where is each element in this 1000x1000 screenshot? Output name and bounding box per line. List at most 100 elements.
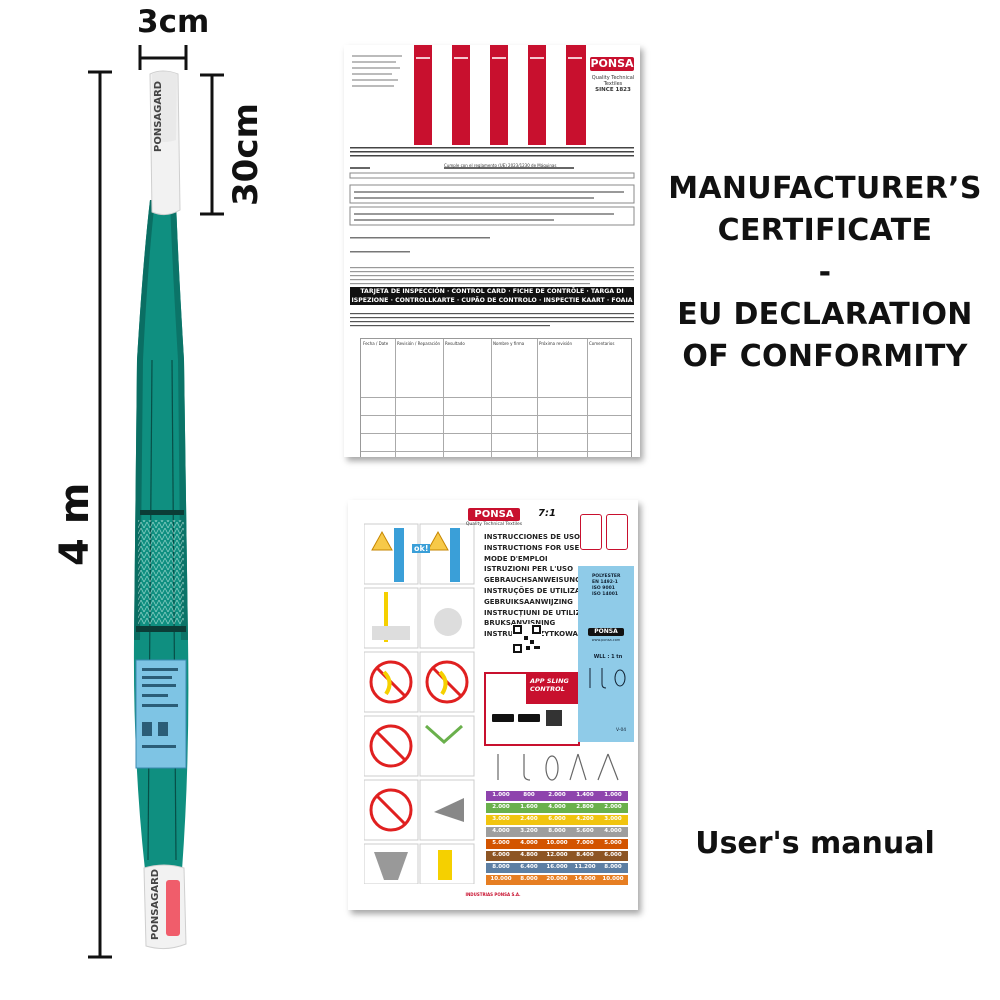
certificate-title-line-3: - (818, 255, 832, 290)
manual-company: INDUSTRIAS PONSA S.A. (465, 892, 521, 897)
instruction-de: GEBRAUCHSANWEISUNG (484, 576, 581, 585)
manual-caption: User's manual (695, 826, 935, 861)
width-dimension-label: 3cm (137, 4, 210, 40)
capacity-row-violet: 1.000 800 2.000 1.400 1.000 (486, 791, 628, 801)
eye-length-label: 30cm (226, 103, 266, 206)
certificate-inspection-text (350, 313, 634, 327)
instruction-sv: BRUKSANVISNING (484, 619, 556, 628)
capacity-cell: 11.200 (574, 864, 596, 870)
capacity-cell: 6.400 (520, 864, 538, 870)
qr-code-icon (512, 624, 542, 654)
label-wll: WLL : 1 tn (593, 654, 623, 660)
sling-brand-top: PONSAGARD (153, 80, 164, 152)
capacity-cell: 12.000 (546, 852, 568, 858)
safety-ratio: 7:1 (538, 508, 556, 519)
certificate-title-line-5: OF CONFORMITY (682, 339, 968, 374)
capacity-cell: 8.000 (604, 864, 622, 870)
label-norm: EN 1492-1 (592, 580, 618, 585)
capacity-cell: 2.800 (576, 804, 594, 810)
blue-label-panel: POLYESTER EN 1492-1 ISO 9001 ISO 14001 P… (578, 566, 634, 742)
approval-stamp-a (580, 514, 602, 550)
certificate-title-line-1: MANUFACTURER’S (668, 171, 982, 206)
instruction-it: ISTRUZIONI PER L'USO (484, 565, 574, 574)
capacity-cell: 7.000 (576, 840, 594, 846)
label-iso: ISO 9001 (592, 586, 615, 591)
capacity-cell: 6.000 (548, 816, 566, 822)
capacity-cell: 2.000 (492, 804, 510, 810)
inspection-table: Fecha / Date Revisión / Reparación Resul… (360, 338, 632, 457)
capacity-cell: 10.000 (490, 876, 512, 882)
google-play-icon (518, 714, 540, 722)
capacity-cell: 14.000 (574, 876, 596, 882)
app-store-icon (492, 714, 514, 722)
label-code: V-04 (616, 728, 627, 733)
capacity-cell: 4.000 (604, 828, 622, 834)
instruction-fr: MODE D'EMPLOI (484, 554, 548, 563)
manual-brand-logo: PONSA (468, 508, 520, 521)
certificate-regulation: Cumple con el reglamento (UE) 2023/1230 … (444, 163, 557, 168)
capacity-row-orange: 10.000 8.000 20.000 14.000 10.000 (486, 875, 628, 885)
label-material: POLYESTER (592, 574, 621, 579)
capacity-row-green: 2.000 1.600 4.000 2.800 2.000 (486, 803, 628, 813)
table-col-date: Fecha / Date (363, 341, 389, 346)
pictogram-grid (363, 523, 475, 885)
total-length-label: 4 m (52, 482, 98, 566)
capacity-cell: 10.000 (602, 876, 624, 882)
capacity-cell: 20.000 (546, 876, 568, 882)
capacity-cell: 4.000 (548, 804, 566, 810)
capacity-cell: 2.000 (548, 792, 566, 798)
capacity-cell: 8.000 (492, 864, 510, 870)
label-sling-config-icons (589, 668, 626, 689)
capacity-cell: 1.600 (520, 804, 538, 810)
capacity-cell: 800 (523, 792, 535, 798)
capacity-cell: 2.000 (604, 804, 622, 810)
certificate-header: PONSA Quality Technical Textiles SINCE 1… (344, 45, 640, 145)
manual-pictograms (363, 522, 476, 885)
certificate-tagline: Quality Technical Textiles (591, 75, 635, 87)
certificate-body-lines (349, 147, 635, 285)
capacity-cell: 1.000 (604, 792, 622, 798)
capacity-cell: 3.000 (604, 816, 622, 822)
certificate-brand-logo: PONSA (590, 57, 634, 71)
capacity-row-blue: 8.000 6.400 16.000 11.200 8.000 (486, 863, 628, 873)
capacity-cell: 8.000 (520, 876, 538, 882)
user-manual-document: ok! PONSA Quality Technical Textiles 7:1… (348, 500, 638, 910)
capacity-cell: 10.000 (546, 840, 568, 846)
instruction-ro: INSTRUCȚIUNI DE UTILIZARE (484, 608, 597, 617)
certificate-document: PONSA Quality Technical Textiles SINCE 1… (344, 45, 640, 457)
ok-badge: ok! (412, 544, 431, 553)
capacity-cell: 6.000 (604, 852, 622, 858)
capacity-cell: 8.000 (548, 828, 566, 834)
capacity-cell: 4.000 (520, 840, 538, 846)
inspection-card-bar: TARJETA DE INSPECCIÓN · CONTROL CARD · F… (350, 287, 634, 313)
certificate-header-text (352, 55, 582, 87)
label-brand-logo: PONSA (588, 628, 624, 636)
label-iso2: ISO 14001 (592, 592, 618, 597)
manual-tagline: Quality Technical Textiles (465, 522, 523, 527)
table-col-comments: Comentarios (589, 341, 615, 346)
capacity-cell: 6.000 (492, 852, 510, 858)
instruction-pt: INSTRUÇÕES DE UTILIZAÇÃO (484, 586, 597, 595)
capacity-cell: 1.000 (492, 792, 510, 798)
capacity-cell: 5.000 (492, 840, 510, 846)
capacity-cell: 4.200 (576, 816, 594, 822)
capacity-cell: 4.800 (520, 852, 538, 858)
capacity-cell: 5.000 (604, 840, 622, 846)
capacity-row-red: 5.000 4.000 10.000 7.000 5.000 (486, 839, 628, 849)
capacity-cell: 3.200 (520, 828, 538, 834)
capacity-config-icons (497, 753, 619, 781)
instruction-es: INSTRUCCIONES DE USO (484, 533, 581, 541)
capacity-cell: 16.000 (546, 864, 568, 870)
instruction-en: INSTRUCTIONS FOR USE (484, 543, 580, 552)
certificate-title: MANUFACTURER’S CERTIFICATE - EU DECLARAT… (660, 168, 990, 378)
label-web: www.ponsa.com (591, 638, 621, 642)
table-col-next: Próxima revisión (539, 341, 572, 346)
capacity-cell: 2.400 (520, 816, 538, 822)
capacity-cell: 5.600 (576, 828, 594, 834)
table-col-result: Resultado (445, 341, 465, 346)
table-col-name: Nombre y firma (493, 341, 525, 346)
capacity-cell: 1.400 (576, 792, 594, 798)
